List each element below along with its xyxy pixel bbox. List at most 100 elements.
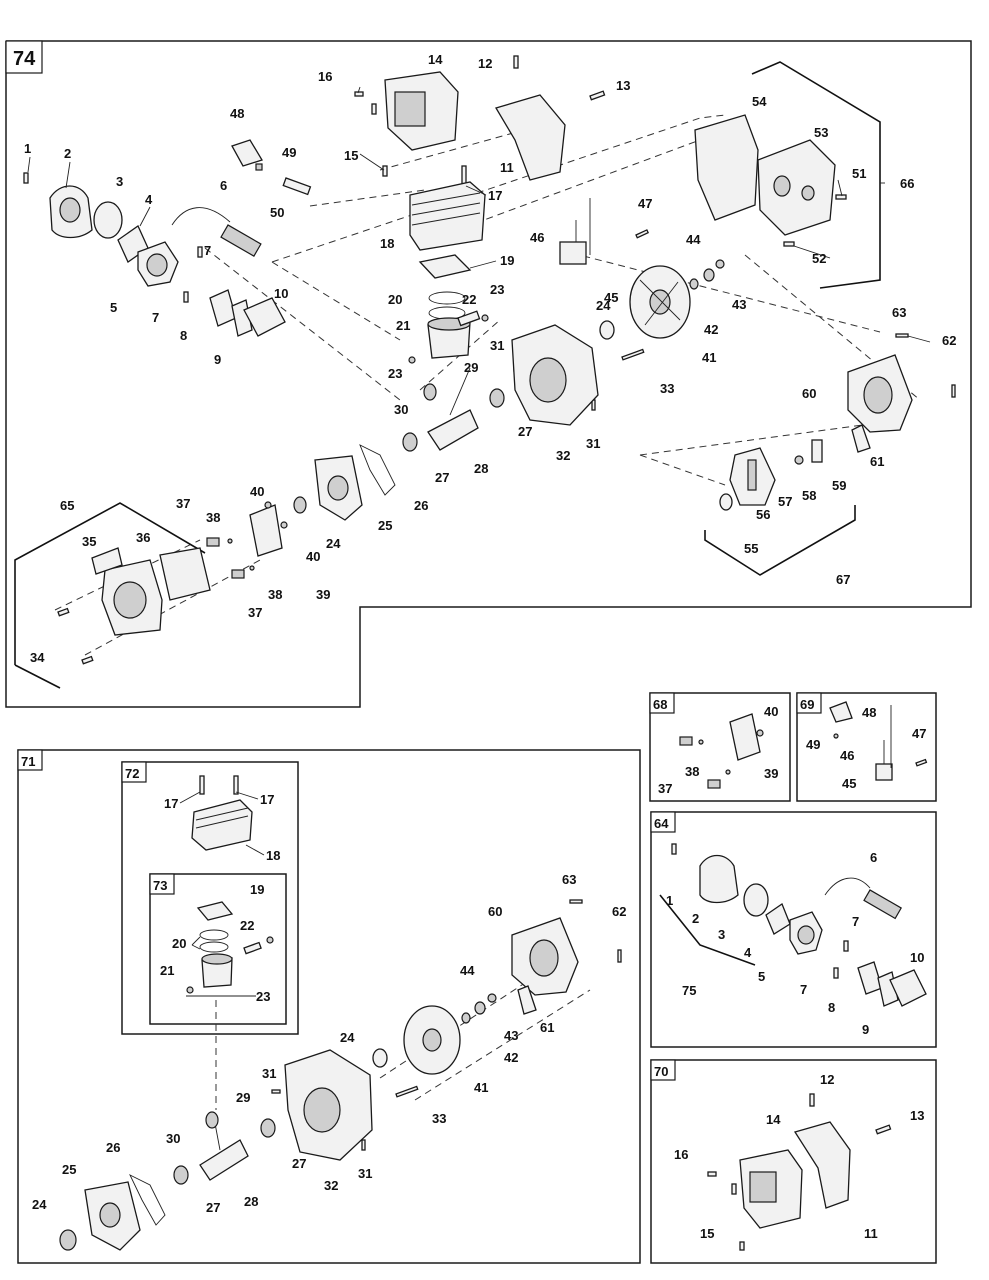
callout: 67 [836,572,850,587]
callout: 7 [152,310,159,325]
callout: 50 [270,205,284,220]
callout: 30 [166,1131,180,1146]
callout: 4 [145,192,153,207]
callout: 25 [378,518,392,533]
callout: 63 [892,305,906,320]
callout: 29 [236,1090,250,1105]
callout: 20 [172,936,186,951]
panel-72-tag: 72 [125,766,139,781]
callout: 43 [504,1028,518,1043]
callout: 47 [912,726,926,741]
callout: 5 [110,300,117,315]
callout: 55 [744,541,758,556]
panel-74-tag: 74 [13,48,36,70]
panel-69: 69 48 49 46 47 45 [796,692,937,802]
callout: 16 [318,69,332,84]
panel-74-labels: 1 2 3 4 5 6 7 7 8 9 10 11 12 13 14 15 16… [24,52,956,665]
callout: 6 [220,178,227,193]
callout: 61 [870,454,884,469]
callout: 26 [414,498,428,513]
callout: 15 [344,148,358,163]
callout: 13 [910,1108,924,1123]
callout: 24 [32,1197,47,1212]
callout: 62 [612,904,626,919]
callout: 57 [778,494,792,509]
callout: 43 [732,297,746,312]
panel-73-tag: 73 [153,878,167,893]
callout: 17 [164,796,178,811]
callout: 10 [910,950,924,965]
callout: 40 [306,549,320,564]
panel-64-tag: 64 [654,816,669,831]
panel-68: 68 40 38 39 37 [649,692,791,802]
callout: 19 [500,253,514,268]
callout: 27 [518,424,532,439]
panel-70: 70 12 13 14 16 15 11 [650,1059,937,1264]
callout: 54 [752,94,767,109]
callout: 45 [604,290,618,305]
callout: 26 [106,1140,120,1155]
callout: 40 [764,704,778,719]
callout: 38 [206,510,220,525]
callout: 3 [116,174,123,189]
callout: 31 [490,338,504,353]
callout: 63 [562,872,576,887]
callout: 44 [460,963,475,978]
callout: 31 [586,436,600,451]
callout: 8 [180,328,187,343]
callout: 66 [900,176,914,191]
callout: 9 [862,1022,869,1037]
callout: 38 [268,587,282,602]
callout: 11 [864,1226,878,1241]
callout: 31 [262,1066,276,1081]
callout: 51 [852,166,866,181]
callout: 41 [702,350,716,365]
callout: 48 [862,705,876,720]
callout: 23 [388,366,402,381]
callout: 28 [474,461,488,476]
callout: 10 [274,286,288,301]
callout: 37 [248,605,262,620]
callout: 38 [685,764,699,779]
panel-70-tag: 70 [654,1064,668,1079]
callout: 32 [556,448,570,463]
callout: 27 [206,1200,220,1215]
callout: 34 [30,650,45,665]
callout: 28 [244,1194,258,1209]
panel-68-tag: 68 [653,697,667,712]
callout: 17 [260,792,274,807]
callout: 52 [812,251,826,266]
callout: 40 [250,484,264,499]
callout: 23 [256,989,270,1004]
callout: 1 [666,893,673,908]
callout: 17 [488,188,502,203]
callout: 61 [540,1020,554,1035]
callout: 35 [82,534,96,549]
panel-71: 71 72 73 [17,749,641,1264]
callout: 5 [758,969,765,984]
callout: 49 [282,145,296,160]
callout: 15 [700,1226,714,1241]
callout: 46 [530,230,544,245]
callout: 7 [800,982,807,997]
callout: 30 [394,402,408,417]
callout: 13 [616,78,630,93]
callout: 56 [756,507,770,522]
callout: 21 [396,318,410,333]
callout: 44 [686,232,701,247]
callout: 59 [832,478,846,493]
callout: 21 [160,963,174,978]
callout: 12 [820,1072,834,1087]
callout: 36 [136,530,150,545]
callout: 33 [660,381,674,396]
callout: 7 [852,914,859,929]
callout: 41 [474,1080,488,1095]
callout: 47 [638,196,652,211]
callout: 4 [744,945,752,960]
callout: 8 [828,1000,835,1015]
callout: 16 [674,1147,688,1162]
callout: 65 [60,498,74,513]
callout: 18 [380,236,394,251]
callout: 46 [840,748,854,763]
callout: 37 [658,781,672,796]
